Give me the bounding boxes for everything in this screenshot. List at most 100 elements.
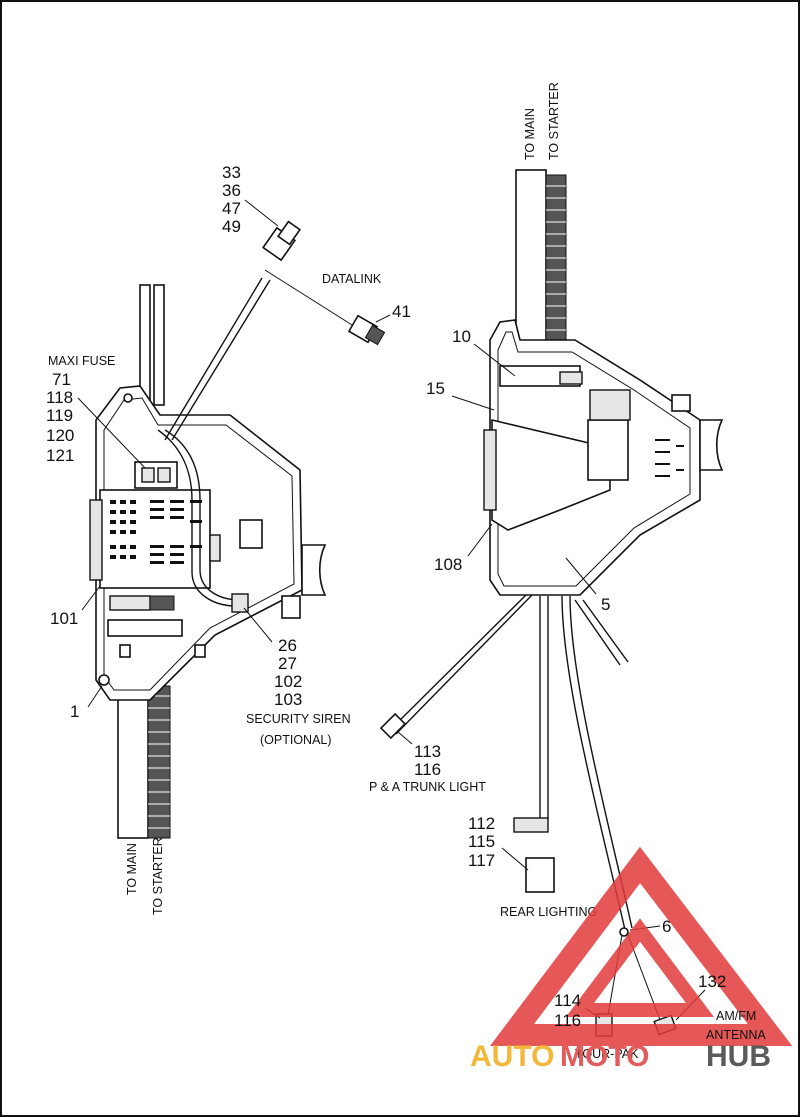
tourpak-node	[619, 927, 629, 937]
callout-101: 101	[50, 609, 78, 628]
callout-108: 108	[434, 555, 462, 574]
left-assembly	[77, 199, 391, 839]
right-module-top	[589, 389, 631, 421]
callout-5: 5	[601, 595, 610, 614]
callout-113: 113	[414, 742, 441, 761]
label-tour-pak: TOUR-PAK	[575, 1047, 639, 1061]
lower-foot-right	[194, 644, 206, 658]
lower-foot-left	[119, 644, 131, 658]
siren-connector	[231, 593, 249, 613]
left-harness-route-2	[157, 429, 237, 607]
datalink-connector	[347, 314, 386, 346]
left-harness-route	[164, 429, 241, 601]
callout-103: 103	[274, 690, 302, 709]
label-maxi-fuse: MAXI FUSE	[48, 354, 115, 368]
callout-49: 49	[222, 217, 241, 236]
fuse-box-clip	[89, 499, 103, 581]
callout-10: 10	[452, 327, 471, 346]
label-am-fm: AM/FM	[716, 1009, 756, 1023]
leader-15	[451, 395, 495, 411]
callout-117: 117	[468, 851, 495, 870]
maxi-fuse-right	[157, 467, 171, 483]
fuse-box	[99, 489, 211, 589]
label-to-main-left: TO MAIN	[125, 843, 139, 895]
callout-41: 41	[392, 302, 411, 321]
leader-33	[244, 199, 279, 227]
callout-36: 36	[222, 181, 241, 200]
leader-10	[473, 343, 516, 377]
leader-5	[565, 557, 597, 595]
label-rear-lighting: REAR LIGHTING	[500, 905, 597, 919]
leader-108	[467, 523, 493, 557]
trunk-light-connector	[379, 712, 407, 740]
rear-lighting-socket	[513, 817, 549, 833]
lead-to-connector-33	[164, 277, 263, 441]
harness-branch-5-b	[582, 599, 629, 663]
callout-119: 119	[46, 406, 73, 425]
callout-1: 1	[70, 702, 79, 721]
right-top-tab	[671, 394, 691, 412]
label-security-siren: SECURITY SIREN	[246, 712, 351, 726]
label-trunk-light: P & A TRUNK LIGHT	[369, 780, 486, 794]
leader-1	[87, 685, 103, 708]
left-side-connector	[239, 519, 263, 549]
label-optional: (OPTIONAL)	[260, 733, 332, 747]
callout-121: 121	[46, 446, 74, 465]
lead-to-connector-33-b	[171, 279, 271, 441]
callout-27: 27	[278, 654, 297, 673]
callout-120: 120	[46, 426, 74, 445]
callout-116-a: 116	[414, 760, 441, 779]
watermark-hub: HUB	[706, 1040, 771, 1073]
right-handlebar-stub	[699, 419, 724, 471]
callout-132: 132	[698, 972, 726, 991]
left-side-tab	[281, 595, 301, 619]
right-module	[587, 419, 629, 481]
datalink-wire	[264, 269, 361, 331]
leader-101	[81, 585, 101, 611]
main-cable-bottom	[117, 689, 149, 839]
right-assembly	[379, 169, 724, 1037]
label-antenna: ANTENNA	[706, 1028, 766, 1042]
label-to-starter-left: TO STARTER	[151, 837, 165, 915]
callout-47: 47	[222, 199, 241, 218]
label-to-main-right: TO MAIN	[523, 108, 537, 160]
callout-102: 102	[274, 672, 302, 691]
watermark-logo	[489, 846, 793, 1046]
watermark-auto: AUTO	[470, 1040, 554, 1073]
leader-112	[501, 847, 529, 871]
callout-33: 33	[222, 163, 241, 182]
trunk-light-lead	[389, 594, 527, 731]
callout-115: 115	[468, 832, 495, 851]
bracket-top-hole	[123, 393, 133, 403]
callout-116-b: 116	[554, 1011, 581, 1030]
watermark-moto: MOTO	[560, 1040, 649, 1073]
cable-clamp-nut	[559, 371, 583, 385]
left-handlebar-stub	[301, 544, 327, 596]
left-bracket-inner-edge	[103, 397, 295, 691]
starter-cable-top-left	[153, 284, 165, 406]
relay-strip	[209, 534, 221, 562]
trunk-light-lead-b	[395, 594, 533, 735]
rear-lighting-plug	[525, 857, 555, 893]
connector-33	[261, 220, 302, 262]
callout-114: 114	[554, 991, 581, 1010]
harness-branch-5	[574, 599, 621, 666]
callout-15: 15	[426, 379, 445, 398]
callout-26: 26	[278, 636, 297, 655]
label-datalink: DATALINK	[322, 272, 382, 286]
right-bracket-inner-edge	[497, 331, 691, 587]
watermark-text: AUTO MOTO HUB	[470, 1040, 771, 1073]
label-to-starter-right: TO STARTER	[547, 82, 561, 160]
bracket-mount-hole	[98, 674, 110, 686]
leader-113	[397, 731, 413, 745]
lower-clip	[109, 595, 151, 611]
callout-118: 118	[46, 388, 73, 407]
lower-clip-dark	[149, 595, 175, 611]
starter-cable-bottom	[147, 685, 171, 839]
leader-maxi-fuse	[77, 397, 146, 469]
funnel-cover-clip	[483, 429, 497, 511]
callout-6: 6	[662, 917, 671, 936]
callout-112: 112	[468, 814, 495, 833]
